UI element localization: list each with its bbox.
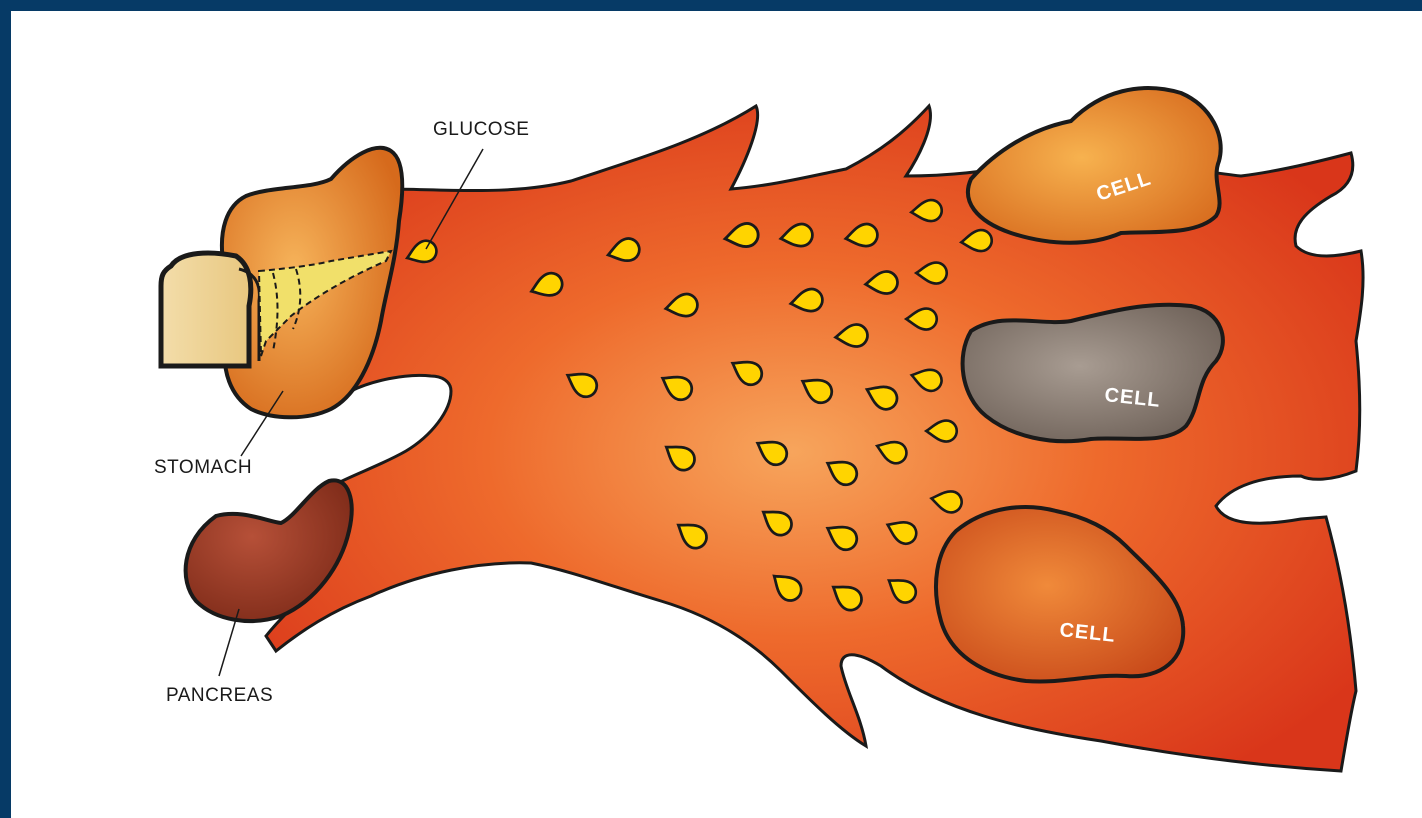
cell-top (968, 88, 1221, 243)
pancreas-label: PANCREAS (166, 685, 273, 706)
glucose-transport-diagram: GLUCOSE STOMACH PANCREAS CELL CELL CELL (11, 11, 1422, 818)
cell-middle (963, 305, 1223, 442)
stomach-label: STOMACH (154, 457, 252, 478)
diagram-canvas: GLUCOSE STOMACH PANCREAS CELL CELL CELL (11, 11, 1422, 818)
glucose-label: GLUCOSE (433, 119, 529, 140)
